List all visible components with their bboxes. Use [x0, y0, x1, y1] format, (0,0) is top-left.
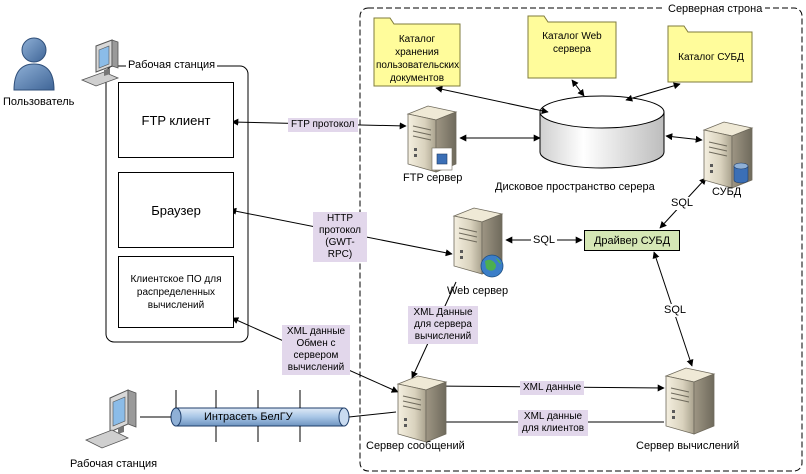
disk-storage-icon — [539, 95, 665, 169]
server-side-title: Серверная строна — [665, 3, 766, 16]
workstation-top-icon — [80, 39, 120, 87]
edge-label-sql-web-driver: SQL — [531, 234, 558, 247]
workstation-bottom-icon — [85, 389, 137, 449]
dbms-driver-box[interactable]: Драйвер СУБД — [584, 230, 680, 251]
edge-label-xml-for-clients: XML данные для клиентов — [518, 410, 588, 436]
folder-web-catalog-label: Каталог Web сервера — [542, 31, 602, 55]
dbms-driver-label: Драйвер СУБД — [593, 234, 671, 247]
folder-user-docs-label: Каталог хранения пользовательских докуме… — [376, 34, 460, 84]
folder-web-catalog-icon — [527, 15, 617, 79]
compute-server-label: Сервер вычислений — [636, 440, 740, 452]
edge-label-http-protocol: HTTP протокол (GWT-RPC) — [313, 212, 367, 262]
edge-label-sql-dbms-driver: SQL — [669, 197, 696, 210]
workstation-bottom-label: Рабочая станция — [70, 458, 158, 470]
ftp-client-label: FTP клиент — [141, 112, 211, 128]
user-icon — [13, 37, 55, 91]
folder-user-docs-icon — [373, 17, 461, 87]
disk-space-label: Дисковое пространство серера — [495, 181, 655, 193]
edge-label-xml-web-compute: XML Данные для сервера вычислений — [408, 306, 478, 344]
user-label: Пользователь — [3, 96, 75, 108]
client-software-label: Клиентское ПО для распределенных вычисле… — [130, 273, 222, 311]
dbms-label: СУБД — [712, 186, 742, 198]
client-software-box[interactable]: Клиентское ПО для распределенных вычисле… — [118, 256, 234, 328]
compute-server-icon — [665, 367, 715, 435]
ftp-client-box[interactable]: FTP клиент — [118, 82, 234, 158]
ftp-server-icon — [407, 105, 457, 173]
web-server-label: Web сервер — [447, 285, 509, 297]
dbms-server-icon — [703, 121, 753, 189]
intranet-pipe-icon — [170, 407, 350, 427]
folder-dbms-catalog-icon — [667, 25, 753, 83]
workstation-title: Рабочая станция — [126, 59, 218, 72]
browser-box[interactable]: Браузер — [118, 172, 234, 248]
intranet-label: Интрасеть БелГУ — [204, 411, 293, 423]
edge-label-ftp-protocol: FTP протокол — [288, 118, 358, 132]
browser-label: Браузер — [151, 202, 201, 218]
message-server-icon — [397, 375, 447, 443]
ftp-server-label: FTP сервер — [403, 172, 463, 184]
edge-label-sql-driver-compute: SQL — [662, 304, 689, 317]
folder-dbms-catalog-label: Каталог СУБД — [678, 52, 744, 63]
web-server-icon — [453, 207, 504, 278]
message-server-label: Сервер сообщений — [366, 440, 465, 452]
edge-label-xml-client-msg: XML данные Обмен с сервером вычислений — [282, 325, 350, 375]
edge-label-xml-data: XML данные — [520, 381, 585, 395]
